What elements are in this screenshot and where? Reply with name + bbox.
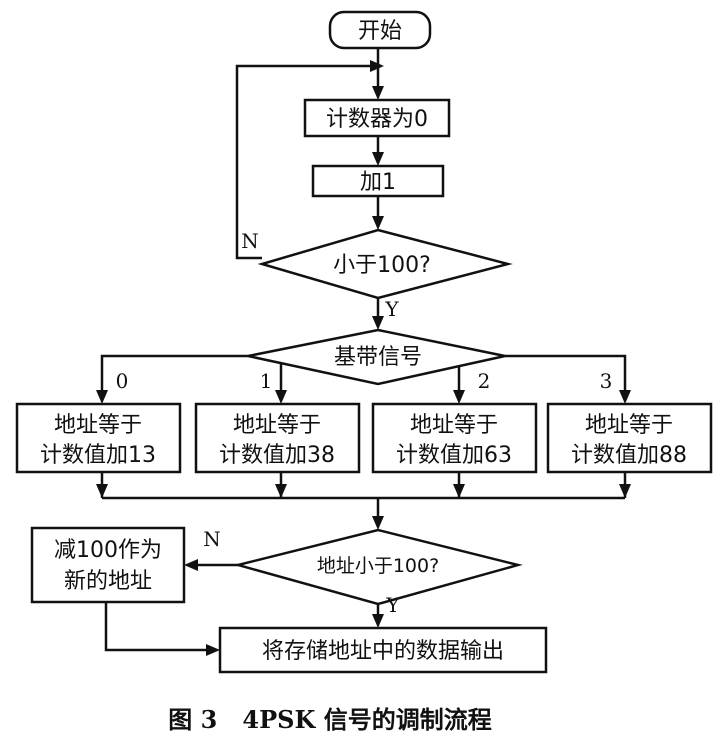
address-less-than-100-label: 地址小于100? (317, 555, 439, 577)
case-2-line1: 地址等于 (410, 413, 498, 438)
baseband-label: 基带信号 (334, 345, 422, 370)
arrowheads (96, 60, 631, 656)
arrow-case-2-merge (453, 484, 465, 498)
loop-no-label: N (241, 229, 259, 253)
increment-box: 加1 (311, 164, 445, 198)
arrow-to-output (372, 614, 384, 628)
start-label: 开始 (358, 19, 402, 44)
case-3-line2: 计数值加88 (571, 443, 687, 468)
arrow-to-case-2 (453, 390, 465, 404)
reset-counter-label: 计数器为0 (326, 107, 428, 132)
case-1-value: 1 (260, 369, 273, 393)
arrow-loop-back (370, 60, 384, 72)
arrow-to-baseband (372, 316, 384, 330)
case-0-line1: 地址等于 (54, 413, 142, 438)
address-no-label: N (203, 527, 221, 551)
arrow-case-0-merge (96, 484, 108, 498)
case-box-1: 地址等于 计数值加38 (194, 402, 361, 474)
figure-caption: 图 3 4PSK 信号的调制流程 (168, 705, 491, 734)
baseband-decision: 基带信号 (247, 328, 506, 386)
arrow-to-increment (372, 152, 384, 166)
output-box: 将存储地址中的数据输出 (218, 626, 548, 674)
case-0-line2: 计数值加13 (40, 443, 156, 468)
subtract-line2: 新的地址 (64, 569, 152, 594)
case-3-line1: 地址等于 (585, 413, 673, 438)
address-yes-label: Y (385, 593, 400, 617)
arrow-to-address-check (372, 516, 384, 530)
case-1-line2: 计数值加38 (219, 443, 335, 468)
subtract-line1: 减100作为 (54, 538, 162, 563)
arrow-subtract-to-output (206, 644, 220, 656)
loop-yes-label: Y (384, 297, 399, 321)
subtract-box: 减100作为 新的地址 (30, 526, 186, 604)
arrow-case-1-merge (275, 484, 287, 498)
case-box-3: 地址等于 计数值加88 (546, 402, 713, 474)
case-box-0: 地址等于 计数值加13 (15, 402, 182, 474)
address-less-than-100-decision: 地址小于100? (233, 528, 523, 606)
arrow-to-subtract (184, 559, 198, 571)
case-2-line2: 计数值加63 (396, 443, 512, 468)
increment-label: 加1 (360, 170, 396, 195)
reset-counter-box: 计数器为0 (303, 98, 451, 138)
arrow-case-3-merge (619, 484, 631, 498)
less-than-100-label: 小于100? (333, 253, 431, 278)
arrow-to-case-3 (619, 390, 631, 404)
case-box-2: 地址等于 计数值加63 (371, 402, 538, 474)
arrow-to-less-than-100 (372, 216, 384, 230)
start-terminal: 开始 (328, 10, 432, 50)
case-1-line1: 地址等于 (233, 413, 321, 438)
case-3-value: 3 (600, 369, 613, 393)
case-2-value: 2 (478, 369, 491, 393)
output-label: 将存储地址中的数据输出 (262, 639, 504, 664)
arrow-to-case-0 (96, 390, 108, 404)
arrow-to-reset-counter (372, 86, 384, 100)
arrow-to-case-1 (275, 390, 287, 404)
less-than-100-decision: 小于100? (257, 228, 513, 300)
case-0-value: 0 (116, 369, 129, 393)
